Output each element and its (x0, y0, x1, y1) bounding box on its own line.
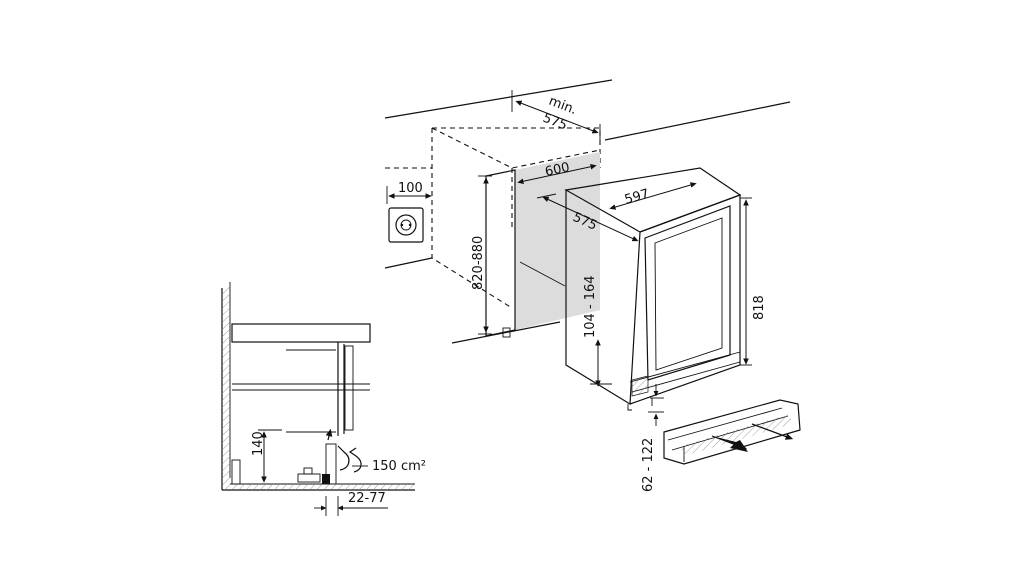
dim-niche-height-value: 820-880 (471, 236, 486, 290)
dim-plinth-range: 104 - 164 (583, 275, 612, 387)
vent-area-callout: 150 cm² (352, 459, 426, 474)
dim-niche-width: 600 (517, 160, 597, 184)
dim-gap-range: 22-77 (314, 491, 388, 516)
dim-socket-offset: 100 (386, 181, 432, 204)
dim-foot-range-value: 62 - 122 (641, 438, 656, 492)
dim-appliance-height-value: 818 (752, 295, 767, 320)
dim-foot-range: 62 - 122 (641, 384, 664, 492)
dim-vent-height-value: 140 (251, 431, 266, 456)
vent-grille (663, 399, 801, 465)
section-view (221, 282, 415, 491)
dim-niche-width-value: 600 (544, 160, 571, 180)
dim-appliance-width-value: 597 (623, 187, 651, 208)
dim-vent-height: 140 (251, 429, 282, 483)
dim-min-depth: min. 575 (511, 90, 601, 140)
dim-appliance-height: 818 (740, 197, 767, 366)
dim-plinth-range-value: 104 - 164 (583, 275, 598, 338)
dim-gap-range-value: 22-77 (348, 491, 386, 506)
dim-appliance-width: 597 (609, 182, 697, 210)
dim-niche-height: 820-880 (471, 175, 492, 335)
wall-socket (388, 207, 424, 243)
vent-area-label: 150 cm² (372, 459, 426, 474)
dim-socket-offset-value: 100 (398, 181, 423, 196)
